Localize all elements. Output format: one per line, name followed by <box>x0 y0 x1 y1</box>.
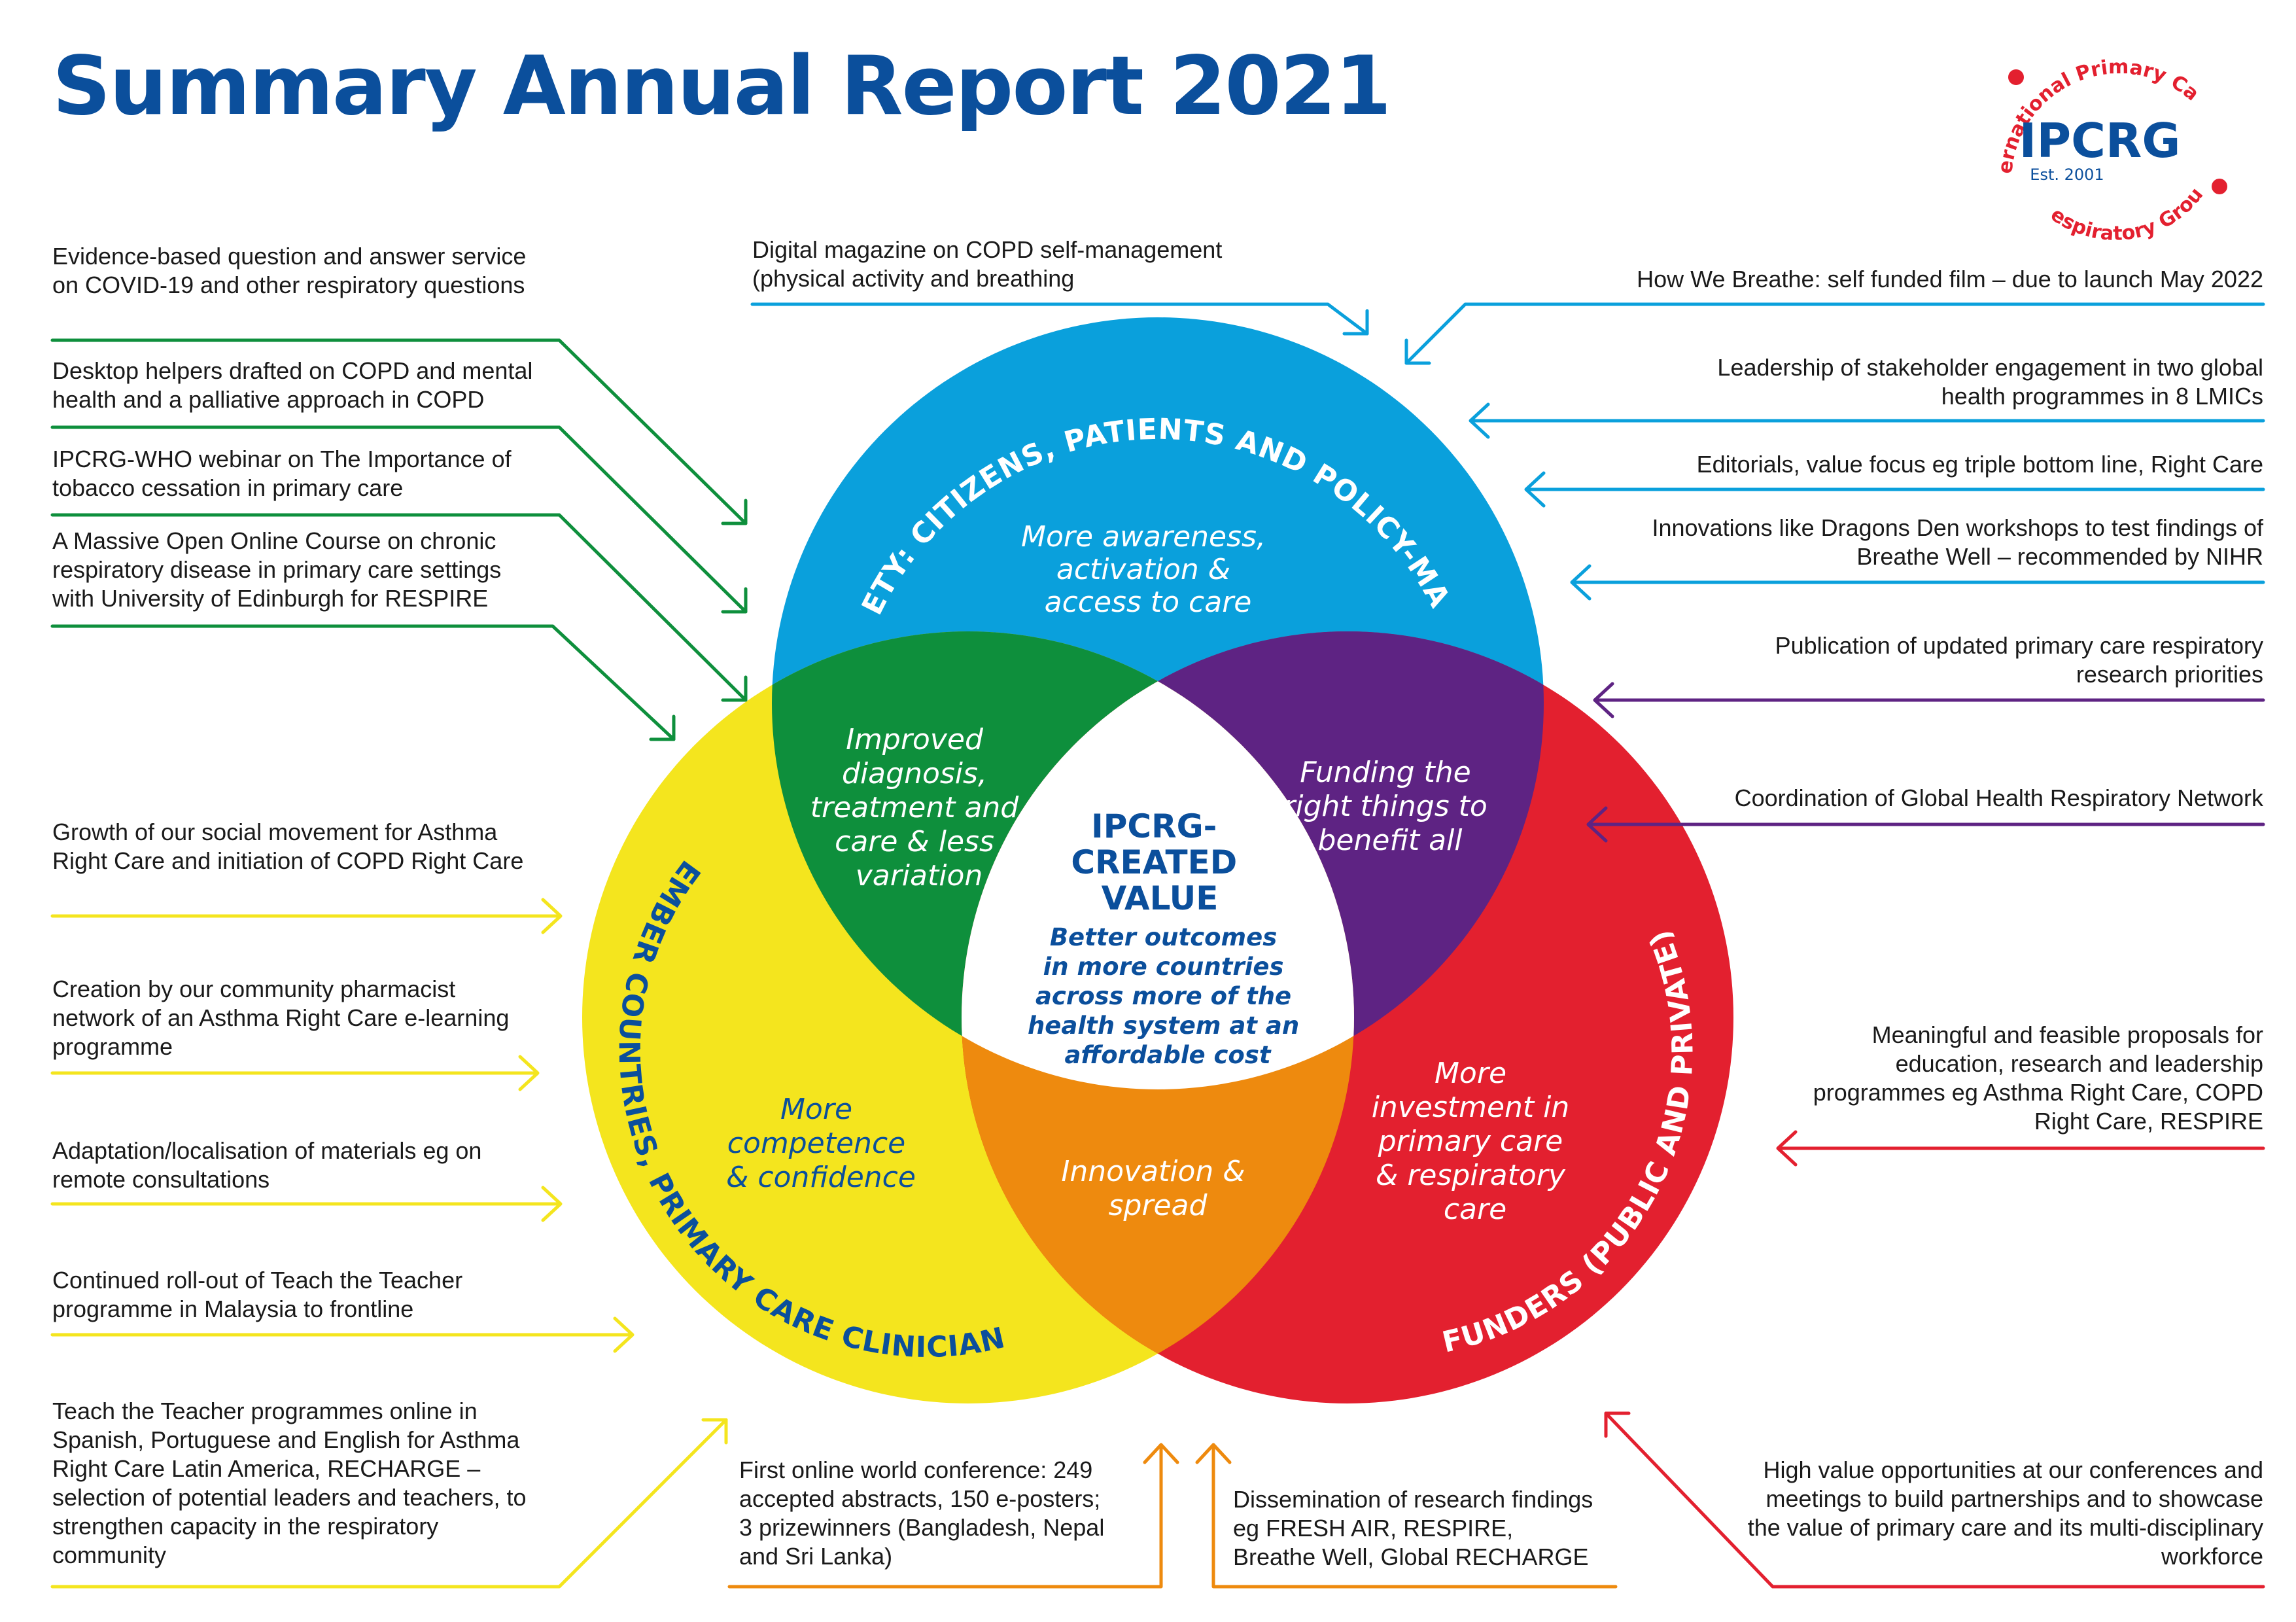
arrow-who-webinar <box>50 513 748 702</box>
logo-ring-top-text: International Primary Care <box>0 0 2203 175</box>
note-editorials: Editorials, value focus eg triple bottom… <box>1696 451 2263 478</box>
logo-ring-bottom-text: Respiratory Group <box>0 0 2208 245</box>
note-digital-magazine: Digital magazine on COPD self-management… <box>752 236 1223 292</box>
note-stakeholder: Leadership of stakeholder engagement in … <box>1717 354 2263 410</box>
page-title: Summary Annual Report 2021 <box>52 39 1391 133</box>
note-opportunities: High value opportunities at our conferen… <box>1747 1456 2263 1570</box>
overlap-society-funders-text: Funding the right things to benefit all <box>1283 756 1497 857</box>
arrow-world-conference <box>727 1444 1163 1589</box>
arrow-opportunities <box>1604 1411 2265 1589</box>
note-mooc: A Massive Open Online Course on chronic … <box>52 527 502 612</box>
logo-established: Est. 2001 <box>2030 166 2104 184</box>
purple-arrows <box>1586 682 2265 843</box>
note-dissemination: Dissemination of research findings eg FR… <box>1233 1486 1593 1570</box>
members-center-text: More competence & confidence <box>726 1093 916 1194</box>
society-center-text: More awareness, activation & access to c… <box>1021 520 1275 619</box>
note-dragons-den: Innovations like Dragons Den workshops t… <box>1652 514 2263 570</box>
arrow-teach-online <box>50 1418 728 1589</box>
arrow-digital-magazine <box>750 302 1369 336</box>
arrow-desktop-helpers <box>50 425 748 614</box>
logo-acronym: IPCRG <box>2019 113 2181 168</box>
arrow-covid-qa <box>50 338 748 525</box>
center-value-title: IPCRG- CREATED VALUE <box>1071 807 1248 917</box>
red-arrows <box>1604 1130 2265 1589</box>
note-social-movement: Growth of our social movement for Asthma… <box>52 819 524 874</box>
orange-arrows <box>727 1443 1618 1589</box>
note-ghrn: Coordination of Global Health Respirator… <box>1734 785 2263 811</box>
note-proposals: Meaningful and feasible proposals for ed… <box>1813 1021 2263 1135</box>
note-covid-qa: Evidence-based question and answer servi… <box>52 243 527 298</box>
note-how-we-breathe: How We Breathe: self funded film – due t… <box>1637 266 2263 292</box>
logo-dot-left <box>2008 69 2024 85</box>
note-adaptation: Adaptation/localisation of materials eg … <box>52 1137 482 1193</box>
note-research-priorities: Publication of updated primary care resp… <box>1775 632 2263 688</box>
center-triple-overlap <box>962 631 1354 1089</box>
center-value-text: Better outcomes in more countries across… <box>1028 923 1308 1069</box>
ipcrg-logo: International Primary Care Respiratory G… <box>0 0 2227 245</box>
funders-center-text: More investment in primary care & respir… <box>1372 1057 1579 1226</box>
arrow-dissemination <box>1211 1444 1618 1589</box>
note-teach-online: Teach the Teacher programmes online in S… <box>52 1398 527 1568</box>
arrow-mooc <box>50 624 676 741</box>
connector-arrows <box>50 302 2265 1589</box>
arrow-how-we-breathe <box>1404 302 2265 365</box>
note-who-webinar: IPCRG-WHO webinar on The Importance of t… <box>52 446 512 501</box>
note-pharmacist: Creation by our community pharmacist net… <box>52 976 510 1060</box>
green-arrows <box>50 338 748 741</box>
note-world-conference: First online world conference: 249 accep… <box>739 1456 1105 1570</box>
yellow-arrows <box>50 898 728 1589</box>
overlap-members-funders-text: Innovation & spread <box>1061 1155 1254 1222</box>
overlap-society-members-text: Improved diagnosis, treatment and care &… <box>810 723 1028 892</box>
logo-dot-right <box>2212 179 2227 194</box>
blue-arrows <box>750 302 2265 601</box>
note-desktop-helpers: Desktop helpers drafted on COPD and ment… <box>52 357 533 413</box>
note-teach-malaysia: Continued roll-out of Teach the Teacher … <box>52 1267 463 1322</box>
venn-circles <box>582 317 1733 1403</box>
